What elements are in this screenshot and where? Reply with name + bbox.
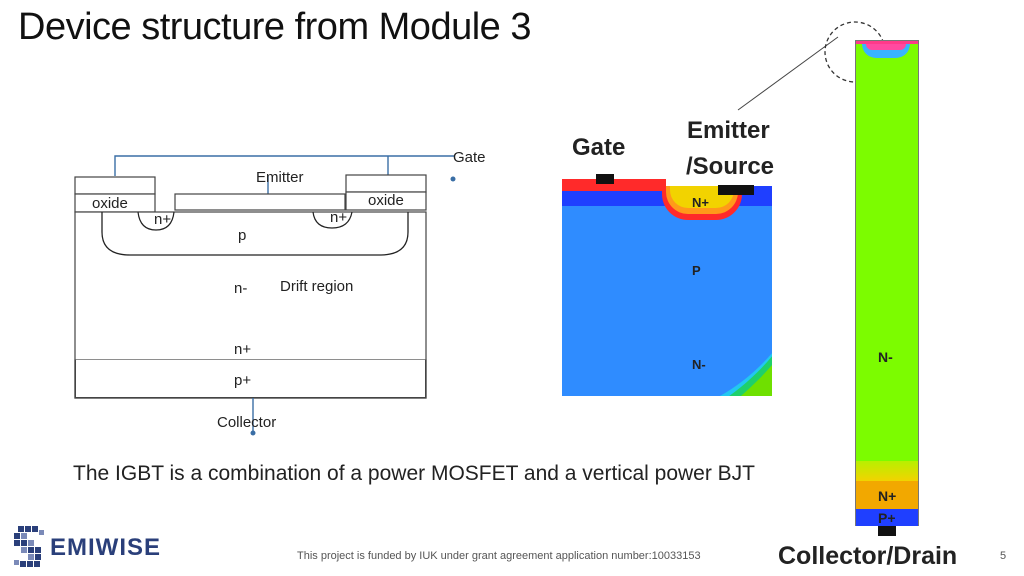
column-nplus-label: N+ [878, 488, 897, 504]
p-well [101, 212, 409, 256]
column-pplus-label: P+ [878, 510, 896, 526]
emitter-source-contact [718, 185, 754, 195]
oxide-right [345, 191, 427, 211]
sim-source-label: /Source [686, 153, 775, 180]
collector-drain-contact [878, 526, 896, 536]
column-nminus-label: N- [878, 349, 893, 365]
pplus-collector-layer [75, 360, 426, 398]
nplus-well-left [137, 211, 175, 231]
collector-drain-label: Collector/Drain [778, 542, 958, 570]
oxide-left-label: oxide [92, 195, 128, 212]
nplus-right-label: n+ [330, 209, 348, 226]
device-column [855, 40, 919, 526]
pplus-label: p+ [234, 372, 252, 389]
funding-note: This project is funded by IUK under gran… [297, 550, 701, 562]
page-number: 5 [1000, 550, 1007, 562]
semiwise-s-icon [14, 526, 44, 567]
gate-poly [562, 179, 666, 191]
emitter-label: Emitter [256, 169, 304, 186]
oxide-right-label: oxide [368, 192, 404, 209]
sim-nplus-label: N+ [692, 195, 709, 210]
gate-terminal [450, 176, 456, 182]
gate-electrode-left [74, 176, 156, 195]
gate-contact [596, 174, 614, 184]
sim-p-label: P [692, 263, 701, 278]
drift-region-label: Drift region [280, 278, 354, 295]
collector-terminal [250, 430, 256, 436]
gate-label: Gate [453, 149, 486, 166]
emitter-contact [174, 193, 346, 211]
semiwise-logo: EMIWISE [12, 524, 192, 570]
sim-emitter-label: Emitter [687, 117, 770, 144]
sim-nminus-label: N- [692, 357, 706, 372]
doping-simulation [562, 186, 772, 396]
nplus-well-right [312, 211, 353, 229]
sim-gate-label: Gate [572, 134, 626, 161]
p-label: p [238, 227, 247, 244]
nplus-left-label: n+ [154, 211, 172, 228]
page-title: Device structure from Module 3 [18, 6, 531, 48]
gate-electrode-right [345, 174, 427, 193]
nplus-bottom-label: n+ [234, 341, 252, 358]
caption: The IGBT is a combination of a power MOS… [73, 462, 756, 485]
nminus-label: n- [234, 280, 248, 297]
logo-wordmark: EMIWISE [50, 534, 162, 561]
collector-label: Collector [217, 414, 277, 431]
igbt-schematic [74, 155, 456, 436]
